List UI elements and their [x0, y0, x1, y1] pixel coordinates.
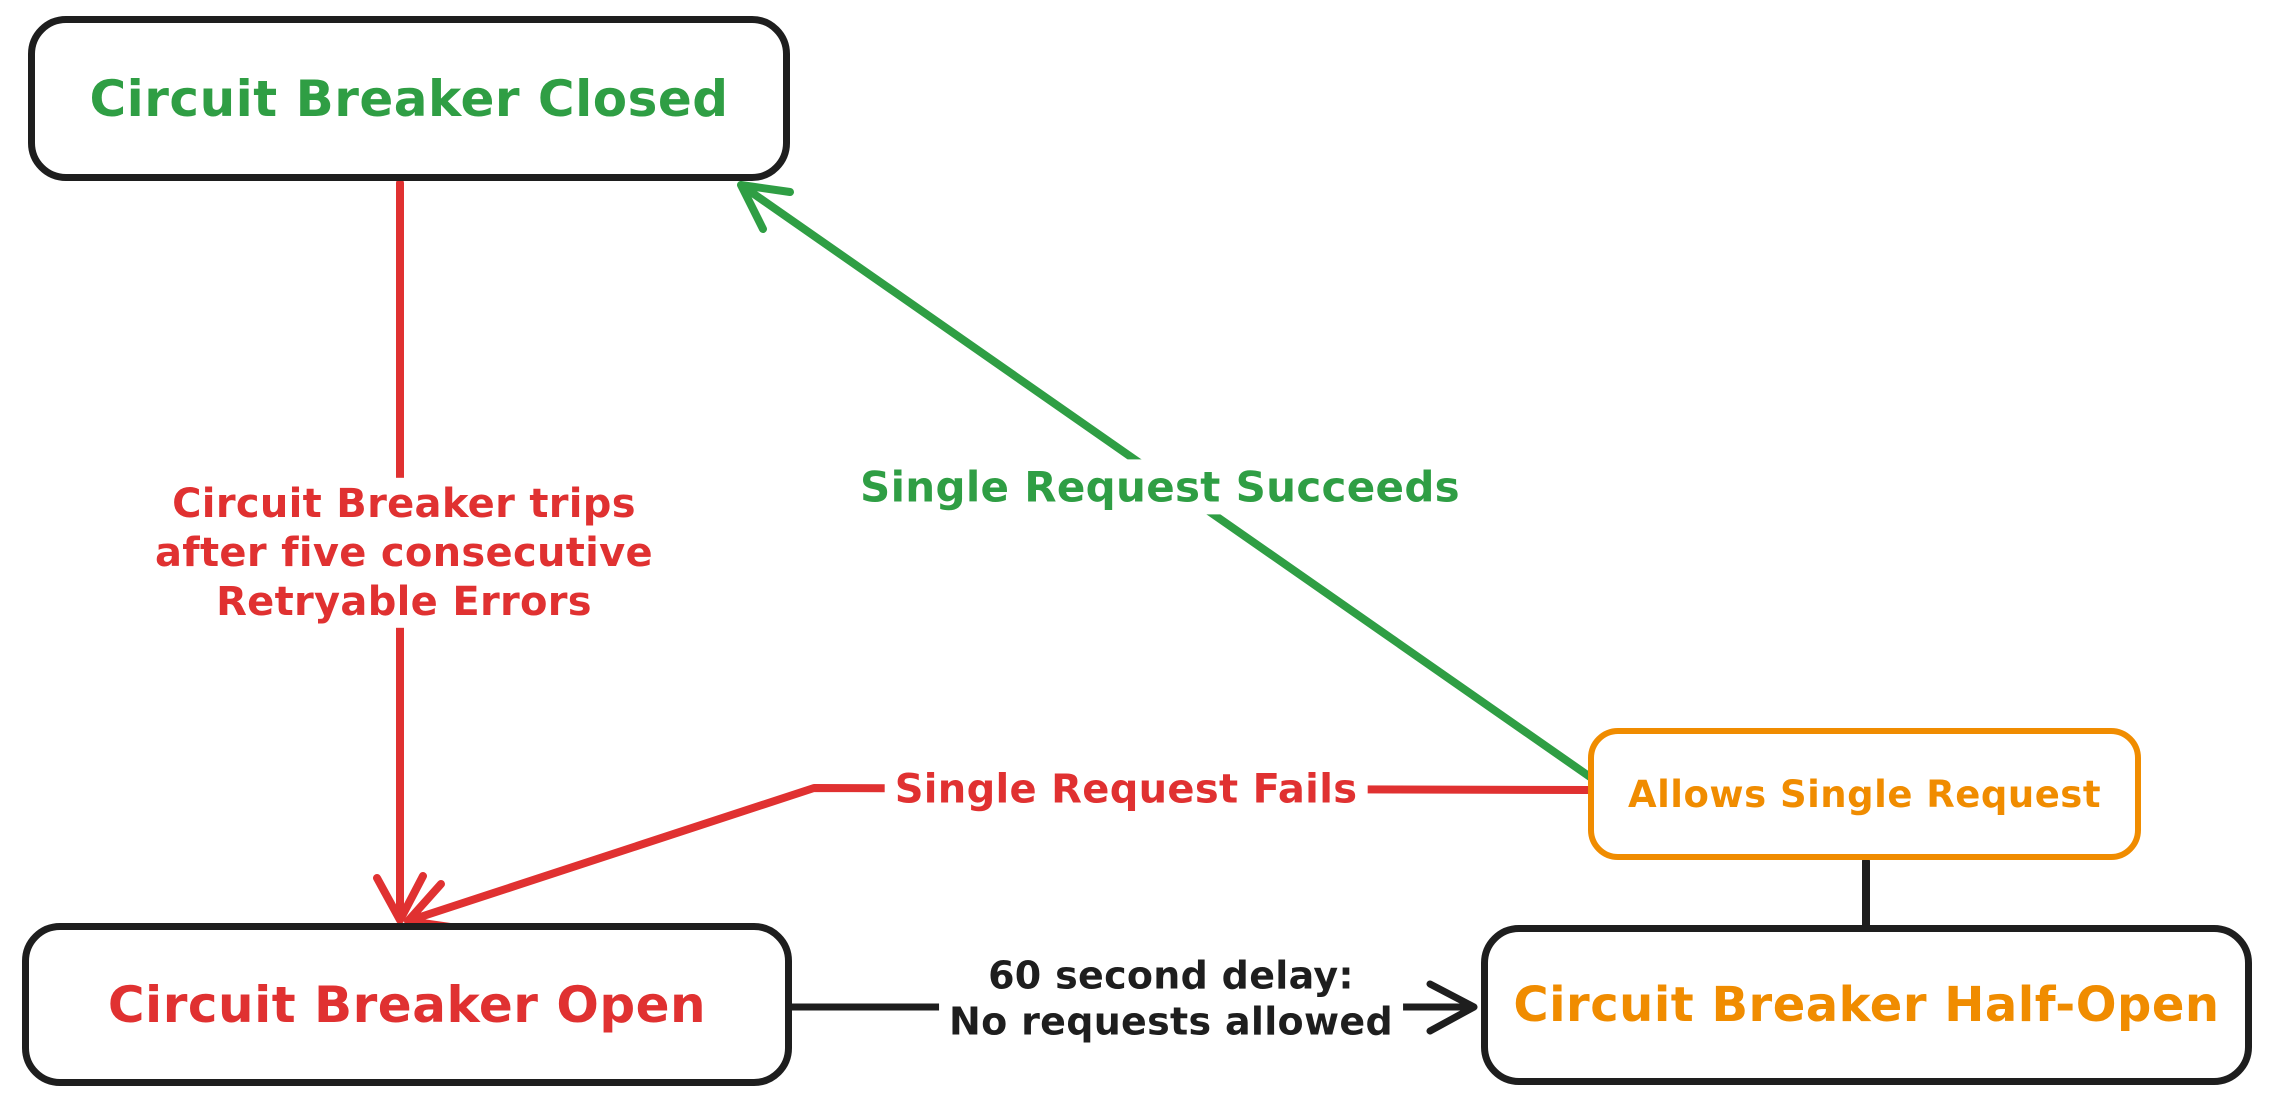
- node-circuit-breaker-half-open-label: Circuit Breaker Half-Open: [1513, 977, 2220, 1033]
- node-circuit-breaker-open: Circuit Breaker Open: [22, 923, 792, 1086]
- node-circuit-breaker-closed-label: Circuit Breaker Closed: [89, 69, 729, 128]
- node-circuit-breaker-half-open: Circuit Breaker Half-Open: [1481, 925, 2252, 1085]
- edge-label-trip-condition: Circuit Breaker trips after five consecu…: [145, 477, 663, 629]
- node-allows-single-request: Allows Single Request: [1588, 728, 2141, 860]
- edge-label-single-request-succeeds: Single Request Succeeds: [850, 459, 1470, 515]
- node-allows-single-request-label: Allows Single Request: [1627, 772, 2102, 816]
- edge-label-delay: 60 second delay: No requests allowed: [939, 950, 1403, 1048]
- node-circuit-breaker-open-label: Circuit Breaker Open: [107, 975, 707, 1034]
- node-circuit-breaker-closed: Circuit Breaker Closed: [28, 16, 790, 181]
- edge-label-single-request-fails: Single Request Fails: [884, 763, 1368, 817]
